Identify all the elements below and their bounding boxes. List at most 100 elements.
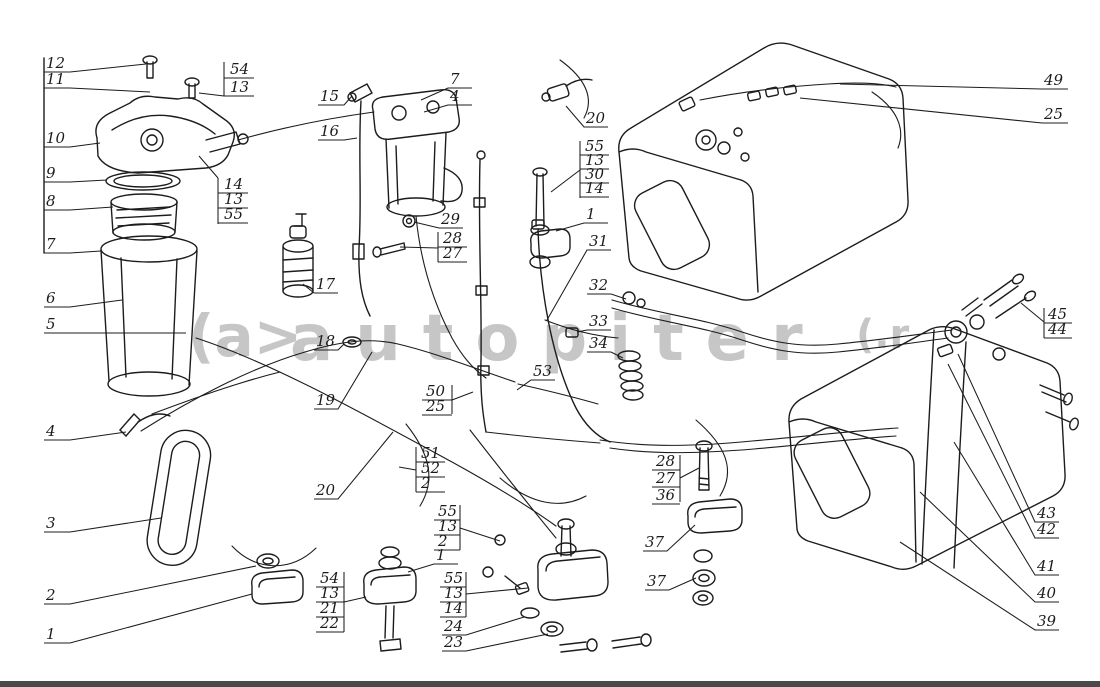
callout-37: 37 [647,572,667,590]
callout-leader [587,293,627,300]
callout-2: 2 [437,532,448,550]
callout-40: 40 [1036,584,1057,602]
callout-51: 51 [421,444,440,462]
hose-arcs [231,91,902,567]
callout-55: 55 [585,137,604,155]
callout-29: 29 [440,210,461,228]
callout-leader [953,441,1059,576]
callout-leader [314,351,373,410]
callout-leader [451,391,474,401]
bolt-washer-29-28-27 [372,214,416,258]
callout-53: 53 [533,362,552,380]
misc-fittings [482,534,714,649]
callout-leader [44,299,123,308]
callout-15: 15 [320,87,339,105]
coarse-filter-assembly [95,55,249,397]
callout-50: 50 [426,382,446,400]
fuel-tank-upper [618,42,909,301]
callout-leader [318,137,358,141]
callout-leader [314,343,345,351]
callout-25: 25 [425,397,445,415]
callout-7: 7 [46,235,56,253]
fitting-20-top [541,78,593,102]
callout-leader [587,351,624,359]
callout-leader [198,92,225,97]
callout-leader [398,466,417,471]
callout-13: 13 [320,584,339,602]
callout-leader [343,596,367,603]
tank-strap [146,429,212,567]
callout-leader [957,353,1059,523]
callout-leader [919,491,1059,603]
callout-55: 55 [444,569,463,587]
clamp-b-bottom [520,518,609,653]
callout-leader [44,87,151,93]
clamp-top-center [529,167,571,269]
callout-14: 14 [444,599,463,617]
callout-leader [799,97,1068,124]
callout-13: 13 [230,78,249,96]
callout-leader [442,633,549,652]
callout-4: 4 [45,422,56,440]
callout-leader [44,250,102,254]
clamp-plates-37 [687,498,743,587]
callout-37: 37 [645,533,665,551]
callout-leader [947,363,1059,539]
callout-leader [44,206,114,211]
callout-leader [314,431,394,500]
callout-54: 54 [230,60,249,78]
callout-17: 17 [316,275,336,293]
callout-4: 4 [449,87,460,105]
callout-28: 28 [655,452,675,470]
callout-54: 54 [320,569,339,587]
callout-20: 20 [315,481,336,499]
callout-leader [465,587,529,595]
callout-20: 20 [585,109,606,127]
callout-10: 10 [46,129,66,147]
callout-leader [899,541,1059,631]
callout-43: 43 [1036,504,1056,522]
callout-25: 25 [1043,105,1063,123]
callout-18: 18 [316,332,335,350]
clamp-a-bottom [363,546,417,652]
callout-39: 39 [1037,612,1057,630]
fuel-lines [140,59,953,539]
fuel-pipe-15-16 [347,83,373,317]
watermark-logo-icon: (a> [188,302,302,370]
callout-leader [198,155,219,179]
callout-22: 22 [319,614,339,632]
callout-leader [423,104,472,113]
callout-leader [44,142,101,148]
callout-14: 14 [224,175,243,193]
callout-leader [420,87,472,101]
callout-33: 33 [589,312,608,330]
callout-31: 31 [589,232,608,250]
callout-27: 27 [655,469,676,487]
callout-16: 16 [320,122,340,140]
callout-55: 55 [438,502,457,520]
callout-7: 7 [450,70,460,88]
callout-leader [44,179,108,183]
callout-leader [565,105,608,128]
callout-28: 28 [442,229,462,247]
callout-11: 11 [46,70,65,88]
callout-leader [645,577,697,591]
callout-5: 5 [46,315,56,333]
pump-component-17 [282,213,314,298]
callout-30: 30 [585,165,605,183]
callout-23: 23 [443,633,463,651]
bottom-edge-strip [0,681,1100,687]
callout-9: 9 [46,164,56,182]
callout-leader [44,63,147,73]
callout-leader [546,249,611,321]
callout-13: 13 [438,517,457,535]
callout-8: 8 [46,192,56,210]
callout-34: 34 [589,334,608,352]
callout-leader [576,329,611,333]
callout-13: 13 [224,190,243,208]
callout-layer: 1211109876543211516742917181920124232013… [44,54,1072,652]
watermark-tail: (.r [856,312,909,358]
callout-45: 45 [1047,305,1067,323]
callout-leader [1020,302,1045,323]
